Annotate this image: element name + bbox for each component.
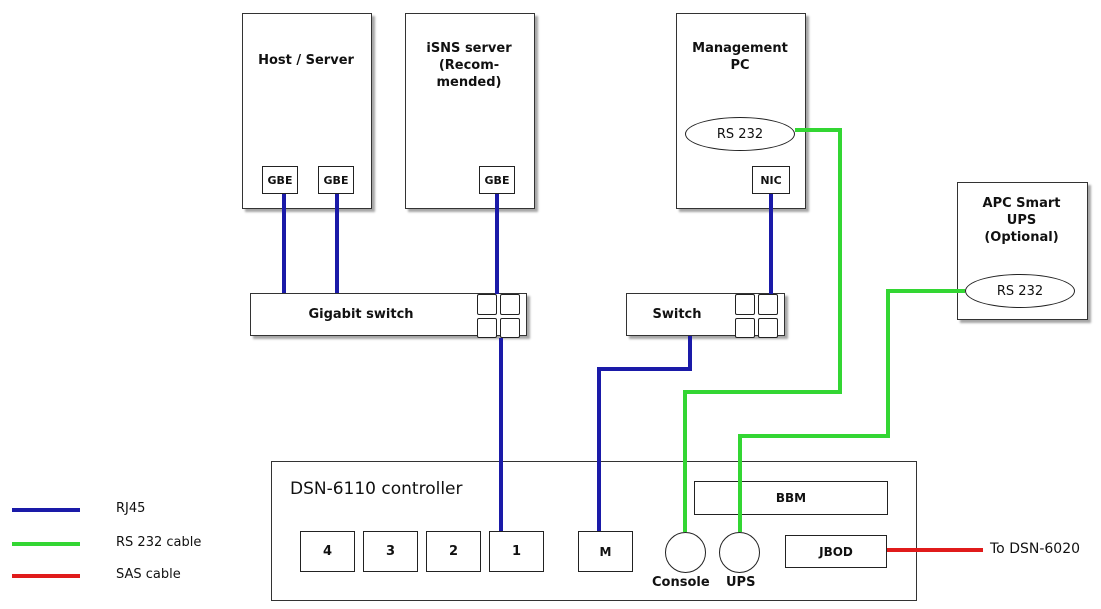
- host-gbe-port-1: GBE: [262, 166, 298, 194]
- controller-bbm: BBM: [694, 481, 888, 515]
- controller-jbod: JBOD: [785, 535, 887, 568]
- legend-rj45-label: RJ45: [116, 501, 146, 516]
- switch-port: [735, 317, 755, 338]
- console-label: Console: [652, 575, 710, 590]
- host-gbe-port-2: GBE: [318, 166, 354, 194]
- switch-ports: [735, 294, 779, 338]
- to-dsn6020-label: To DSN-6020: [990, 541, 1081, 557]
- data-port-4: 4: [300, 531, 355, 572]
- data-port-3: 3: [363, 531, 418, 572]
- ups-rs232-port: RS 232: [965, 274, 1075, 308]
- switch-port: [735, 294, 755, 315]
- controller-label: DSN-6110 controller: [290, 479, 463, 499]
- management-pc-label: Management PC: [692, 41, 788, 73]
- apc-ups-label: APC Smart UPS (Optional): [982, 196, 1061, 245]
- switch-port: [758, 317, 778, 338]
- host-server-label: Host / Server: [258, 53, 354, 68]
- switch-port: [500, 294, 520, 315]
- switch-port: [477, 317, 497, 338]
- switch-port: [758, 294, 778, 315]
- rs232-cable: [738, 289, 965, 532]
- rs232-cable: [683, 128, 842, 532]
- switch-port: [500, 317, 520, 338]
- legend-rs232-label: RS 232 cable: [116, 535, 202, 550]
- switch-port: [477, 294, 497, 315]
- management-port: M: [578, 531, 633, 572]
- switch-label: Switch: [652, 307, 702, 322]
- ups-serial-port: [719, 532, 760, 573]
- rj45-cable: [597, 336, 692, 531]
- console-port: [665, 532, 706, 573]
- data-port-1: 1: [489, 531, 544, 572]
- isns-gbe-port: GBE: [479, 166, 515, 194]
- management-rs232-port: RS 232: [685, 117, 795, 151]
- data-port-2: 2: [426, 531, 481, 572]
- gigabit-switch-ports: [477, 294, 521, 338]
- legend-sas-label: SAS cable: [116, 567, 181, 582]
- isns-server-label: iSNS server (Recom- mended): [426, 41, 512, 90]
- ups-port-label: UPS: [726, 575, 756, 590]
- management-nic-port: NIC: [752, 166, 790, 194]
- gigabit-switch-label: Gigabit switch: [308, 307, 414, 322]
